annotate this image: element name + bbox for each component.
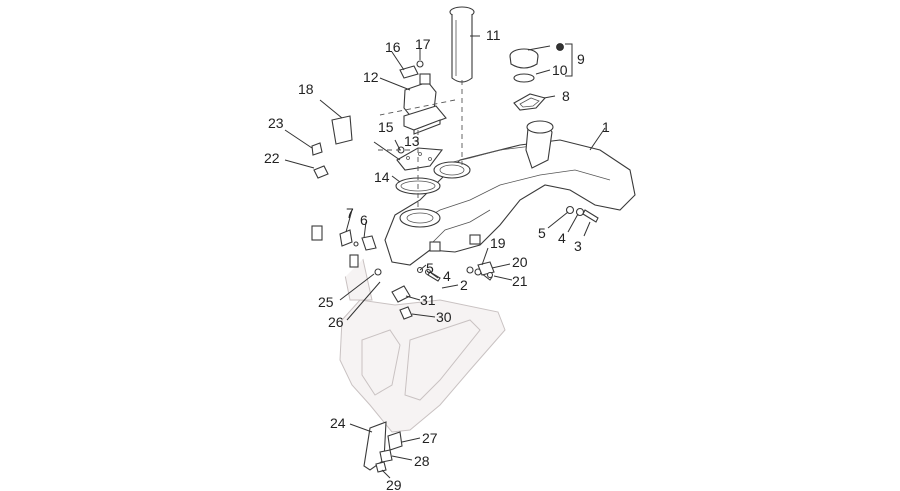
pump-plate [396,147,444,171]
callout-11: 11 [486,27,501,43]
callout-2: 2 [460,277,468,293]
callout-14: 14 [374,169,390,185]
rear-frame-panel [339,245,506,433]
callout-16: 16 [385,39,401,55]
callout-labels: 1 2 3 4 4 5 5 6 7 8 9 10 11 12 13 15 14 … [264,27,610,491]
assembly-axis-lines [372,80,463,208]
filler-gasket [513,93,547,111]
clip-23 [311,142,323,156]
callout-24: 24 [330,415,346,431]
callout-29: 29 [386,477,402,491]
callout-12: 12 [363,69,379,85]
fasteners-center [391,261,495,320]
fuel-hose [311,108,379,280]
valve-22 [313,165,329,179]
fuel-level-sender [449,6,475,83]
callout-3: 3 [574,238,582,254]
leader-lines [284,35,606,479]
callout-13: 13 [404,133,420,149]
callout-5-center: 5 [426,260,434,276]
callout-4-center: 4 [443,268,451,284]
callout-6: 6 [360,212,368,228]
callout-17: 17 [415,36,431,52]
callout-1: 1 [602,119,610,135]
callout-19: 19 [490,235,506,251]
callout-28: 28 [414,453,430,469]
callout-9: 9 [577,51,585,67]
fasteners-right [565,205,599,223]
callout-10: 10 [552,62,568,78]
callout-15: 15 [378,119,394,135]
callout-18: 18 [298,81,314,97]
washer-6 [353,241,359,247]
callout-30: 30 [436,309,452,325]
callout-21: 21 [512,273,528,289]
callout-5-right: 5 [538,225,546,241]
fuel-tank [384,120,636,266]
callout-7: 7 [346,205,354,221]
callout-27: 27 [422,430,438,446]
fitting-6 [361,235,377,251]
filler-cap [509,43,564,83]
callout-8: 8 [562,88,570,104]
callout-25: 25 [318,294,334,310]
callout-26: 26 [328,314,344,330]
callout-31: 31 [420,292,436,308]
callout-23: 23 [268,115,284,131]
bottom-bracket [363,421,403,473]
fuel-pump [399,60,447,135]
callout-4-right: 4 [558,230,566,246]
callout-20: 20 [512,254,528,270]
callout-22: 22 [264,150,280,166]
screw-25 [374,268,382,276]
